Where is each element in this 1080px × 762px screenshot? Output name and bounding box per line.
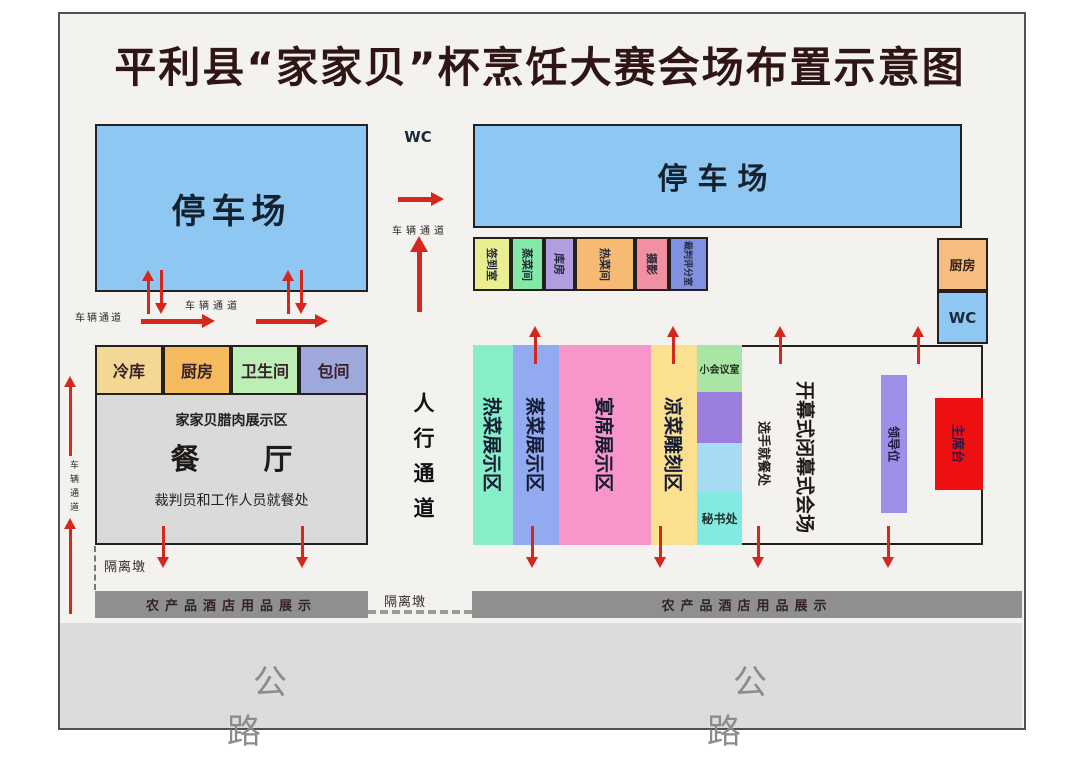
podium: 主席台 (935, 398, 983, 490)
room-signin: 签到室 (473, 237, 511, 291)
arrow-up-icon (282, 270, 294, 314)
zone-cold-dish-carving: 凉菜雕刻区 (651, 345, 697, 545)
display-bar-right: 农产品酒店用品展示 (472, 591, 1022, 618)
room-kitchen-left: 厨房 (163, 345, 231, 395)
kitchen-right: 厨房 (937, 238, 988, 291)
arrow-down-icon (155, 270, 167, 314)
contestant-dining-label: 选手就餐处 (755, 421, 771, 487)
room-storage: 库房 (544, 237, 575, 291)
road-label-right: 公路 (707, 663, 819, 752)
barrier-dashed-line-mid (368, 610, 472, 614)
vehicle-lane-label-left: 车辆通道 (75, 313, 123, 324)
parking-lot-left: 停车场 (95, 124, 368, 292)
room-photography: 摄影 (635, 237, 669, 291)
arrow-up-icon (410, 236, 428, 312)
parking-lot-right: 停车场 (473, 124, 962, 228)
arrow-right-icon (398, 192, 444, 206)
zone-steamed-dishes-display: 蒸菜展示区 (513, 345, 559, 545)
arrow-down-icon (526, 526, 538, 568)
arrow-down-icon (654, 526, 666, 568)
road-label-left: 公路 (227, 663, 339, 752)
room-private-room: 包间 (299, 345, 368, 395)
arrow-down-icon (296, 526, 308, 568)
vehicle-lane-label-row: 车辆通道 (185, 301, 241, 312)
arrow-up-icon (774, 326, 786, 364)
arrow-up-icon (912, 326, 924, 364)
room-steamed-dishes: 蒸菜间 (511, 237, 544, 291)
arrow-up-icon (64, 376, 76, 456)
arrow-down-icon (157, 526, 169, 568)
arrow-up-icon (667, 326, 679, 364)
bacon-display-label: 家家贝腊肉展示区 (175, 413, 288, 429)
zone-hot-dishes-display: 热菜展示区 (473, 345, 513, 545)
wc-right: WC (937, 291, 988, 344)
pedestrian-lane-label: 人行通道 (411, 392, 435, 532)
zone-banquet-display: 宴席展示区 (559, 345, 651, 545)
room-hot-dishes: 热菜间 (575, 237, 635, 291)
barrier-dashed-line-left (94, 546, 96, 590)
arrow-up-icon (64, 518, 76, 614)
judges-dining-label: 裁判员和工作人员就餐处 (154, 493, 309, 509)
restaurant-label: 餐厅 (170, 442, 357, 476)
arrow-right-icon (256, 314, 328, 328)
wc-label-top: WC (404, 128, 432, 146)
room-cold-storage: 冷库 (95, 345, 163, 395)
lightblue-block (697, 443, 742, 492)
page-title: 平利县“家家贝”杯烹饪大赛会场布置示意图 (114, 43, 966, 92)
arrow-up-icon (142, 270, 154, 314)
arrow-down-icon (295, 270, 307, 314)
small-meeting-room: 小会议室 (697, 345, 742, 392)
barrier-label-left: 隔离墩 (104, 560, 147, 575)
arrow-up-icon (529, 326, 541, 364)
arrow-down-icon (882, 526, 894, 568)
display-bar-left: 农产品酒店用品展示 (95, 591, 368, 618)
road (60, 623, 1022, 728)
secretariat-room: 秘书处 (697, 492, 742, 545)
vehicle-lane-label-center: 车辆通道 (392, 226, 448, 237)
room-judges-scoring: 裁判评分室 (669, 237, 708, 291)
vehicle-lane-label-edge: 车辆通道 (68, 460, 78, 516)
ceremony-hall-label: 开幕式闭幕式会场 (793, 380, 816, 533)
purple-block (697, 392, 742, 443)
arrow-right-icon (141, 314, 215, 328)
barrier-label-mid: 隔离墩 (384, 595, 427, 610)
leaders-seats: 领导位 (881, 375, 907, 513)
arrow-down-icon (752, 526, 764, 568)
room-restroom: 卫生间 (231, 345, 299, 395)
